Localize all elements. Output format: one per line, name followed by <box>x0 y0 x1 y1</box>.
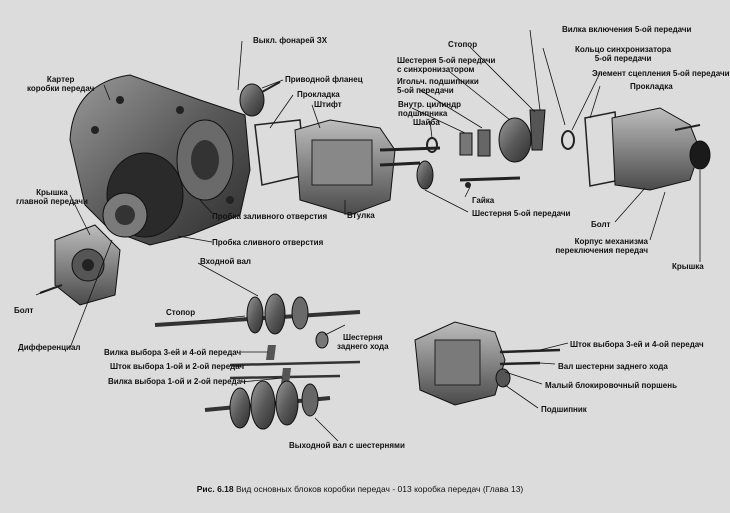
label-filler-plug: Пробка заливного отверстия <box>212 212 328 221</box>
label-fork34: Вилка выбора 3-ей и 4-ой передач <box>104 348 242 357</box>
label-nut: Гайка <box>472 196 495 205</box>
label-differential: Дифференциал <box>18 343 81 352</box>
label-drive-flange: Приводной фланец <box>285 75 363 84</box>
label-rod34: Шток выбора 3-ей и 4-ой передач <box>570 340 704 349</box>
shift-mechanism-housing <box>611 107 711 191</box>
label-input-shaft: Входной вал <box>200 257 251 266</box>
label-gasket-top: Прокладка <box>297 90 340 99</box>
label-gear5-drive: Шестерня 5-ой передачи <box>472 209 571 218</box>
label-stopper-mid: Стопор <box>166 308 196 317</box>
label-gasket-right: Прокладка <box>630 82 673 91</box>
label-washer: Шайба <box>413 118 440 127</box>
label-bolt-left: Болт <box>14 306 34 315</box>
label-interlock-piston: Малый блокировочный поршень <box>545 381 677 390</box>
differential <box>102 192 148 238</box>
figure-caption: Рис. 6.18 Вид основных блоков коробки пе… <box>0 484 720 494</box>
shift-rods <box>229 345 361 384</box>
label-bushing: Втулка <box>347 211 375 220</box>
figure-number: Рис. 6.18 <box>196 484 234 494</box>
output-shaft <box>204 380 331 430</box>
label-drain-plug: Пробка сливного отверстия <box>212 238 324 247</box>
label-fork12: Вилка выбора 1-ой и 2-ой передач <box>108 377 246 386</box>
label-clutch5: Элемент сцепления 5-ой передачи <box>592 69 730 78</box>
input-shaft <box>154 293 361 349</box>
label-pin: Штифт <box>314 100 342 109</box>
drive-flange <box>239 81 281 117</box>
figure-caption-text: Вид основных блоков коробки передач - 01… <box>236 484 524 494</box>
intermediate-housing <box>294 119 441 216</box>
lower-housing <box>414 321 561 406</box>
label-reverse-shaft: Вал шестерни заднего хода <box>558 362 668 371</box>
label-stopper-top: Стопор <box>448 40 478 49</box>
label-rod12: Шток выбора 1-ой и 2-ой передач <box>110 362 245 371</box>
label-fork5: Вилка включения 5-ой передачи <box>562 25 692 34</box>
label-output-shaft: Выходной вал с шестернями <box>289 441 405 450</box>
final-drive-cover <box>54 224 121 306</box>
label-cover-right: Крышка <box>672 262 704 271</box>
label-lamp-switch: Выкл. фонарей ЗХ <box>253 36 328 45</box>
label-bearing: Подшипник <box>541 405 587 414</box>
label-bolt-right: Болт <box>591 220 611 229</box>
leader-lines <box>35 29 701 442</box>
